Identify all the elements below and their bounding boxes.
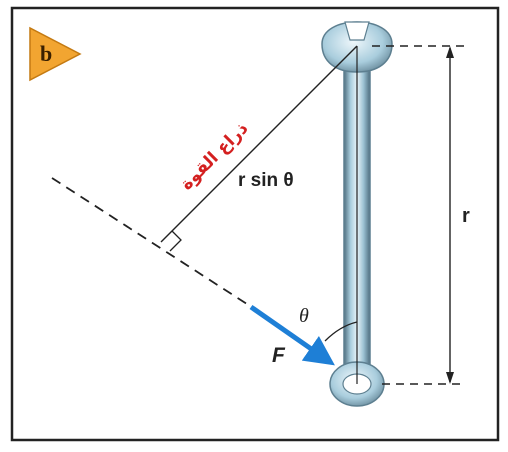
lever-arm-line xyxy=(160,45,358,243)
radius-dimension xyxy=(372,45,466,385)
right-angle-marker xyxy=(169,230,182,252)
radius-label: r xyxy=(462,205,470,227)
force-label: F xyxy=(272,344,286,367)
badge-label: b xyxy=(40,41,52,66)
lever-arm-formula-label: r sin θ xyxy=(238,170,294,191)
wrench-jaw-slot xyxy=(344,21,370,41)
badge-triangle-shape xyxy=(29,26,82,82)
angle-arc xyxy=(324,321,358,342)
panel-border xyxy=(10,6,500,442)
angle-label: θ xyxy=(299,305,309,327)
panel-badge: b xyxy=(29,26,82,82)
force-line-of-action xyxy=(51,177,251,307)
dimension-arrow-top xyxy=(446,46,454,58)
dimension-arrow-bottom xyxy=(446,372,454,384)
force-arrow xyxy=(249,304,335,366)
